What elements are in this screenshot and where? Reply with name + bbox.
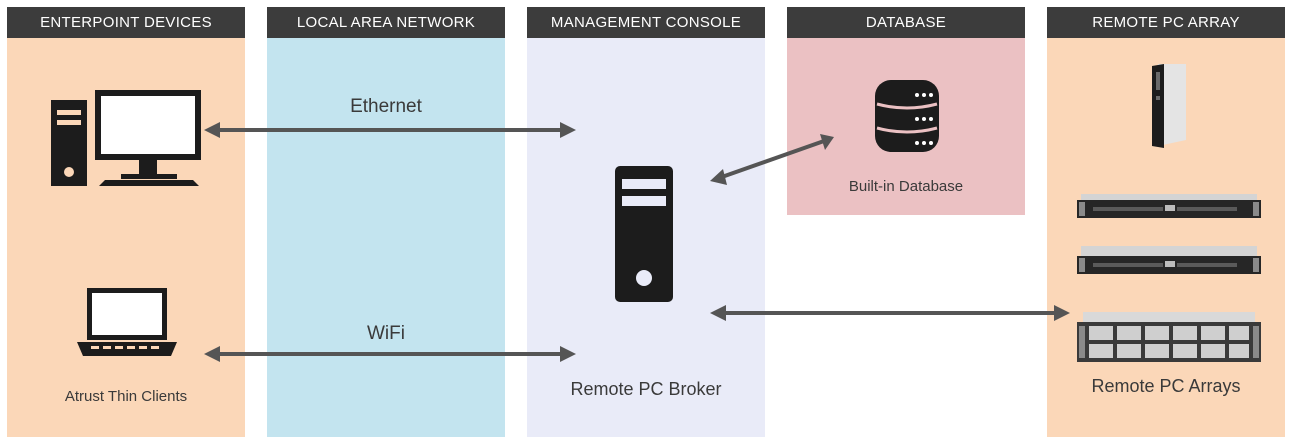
laptop-icon (77, 288, 177, 356)
column-management-console: MANAGEMENT CONSOLE Remote PC Broker (527, 7, 765, 437)
mini-pc-server-icon (1152, 64, 1186, 148)
database-icon (875, 80, 939, 152)
column-endpoint-devices: ENTERPOINT DEVICES Atrust Thin Clients (7, 7, 245, 437)
desktop-pc-icon (51, 90, 201, 186)
header-database: DATABASE (787, 7, 1025, 38)
column-database: DATABASE Built-in Database (787, 7, 1025, 215)
panel-endpoint-devices: Atrust Thin Clients (7, 38, 245, 437)
label-wifi: WiFi (367, 323, 405, 344)
panel-management-console: Remote PC Broker (527, 38, 765, 437)
header-local-area-network: LOCAL AREA NETWORK (267, 7, 505, 38)
column-local-area-network: LOCAL AREA NETWORK (267, 7, 505, 437)
rack-server-1u-icon-2 (1077, 246, 1261, 274)
label-ethernet: Ethernet (350, 96, 422, 117)
label-thin-clients: Atrust Thin Clients (64, 388, 188, 405)
rack-server-1u-icon-1 (1077, 194, 1261, 218)
header-endpoint-devices: ENTERPOINT DEVICES (7, 7, 245, 38)
panel-remote-pc-array: Remote PC Arrays (1047, 38, 1285, 437)
header-remote-pc-array: REMOTE PC ARRAY (1047, 7, 1285, 38)
label-remote-pc-broker: Remote PC Broker (570, 379, 722, 399)
server-tower-icon (615, 166, 673, 302)
header-management-console: MANAGEMENT CONSOLE (527, 7, 765, 38)
panel-local-area-network (267, 38, 505, 437)
label-built-in-database: Built-in Database (848, 178, 964, 195)
column-remote-pc-array: REMOTE PC ARRAY (1047, 7, 1285, 437)
label-remote-pc-arrays: Remote PC Arrays (1091, 376, 1241, 396)
panel-database: Built-in Database (787, 38, 1025, 215)
rack-server-2u-icon (1077, 312, 1261, 362)
